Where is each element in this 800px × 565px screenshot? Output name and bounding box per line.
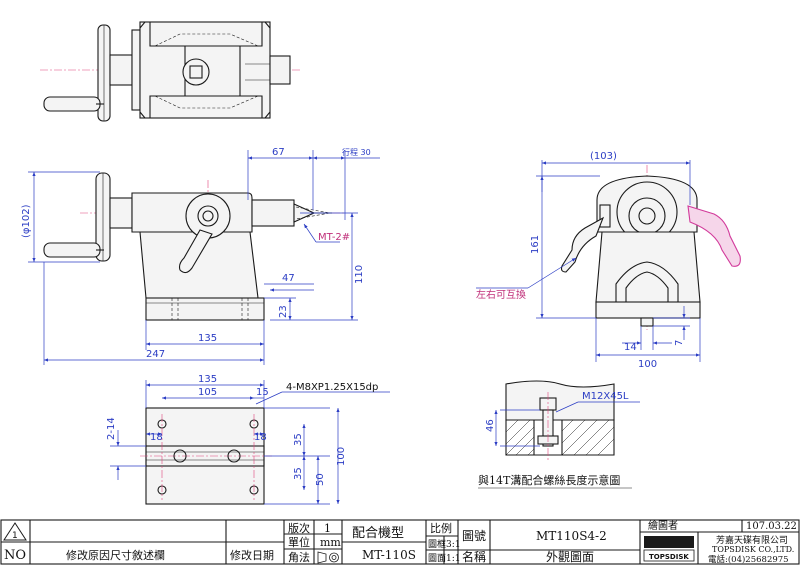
ratio-face-value: 1:1 xyxy=(446,554,460,564)
dim-161: 161 xyxy=(530,235,541,254)
projection-symbol-icon xyxy=(317,551,339,564)
logo-text: TOPSDISK xyxy=(649,553,689,561)
dim-105: 105 xyxy=(198,387,217,398)
dim-7-key: 7 xyxy=(674,340,685,346)
company-cn: 芳嘉天碟有限公司 xyxy=(716,534,788,546)
date-value: 107.03.22 xyxy=(746,521,797,532)
dim-67: 67 xyxy=(272,147,285,158)
hatching xyxy=(505,419,615,456)
rev-symbol: 1 xyxy=(12,531,18,541)
version-label: 版次 xyxy=(288,521,310,535)
dim-135-plan: 135 xyxy=(198,374,217,385)
dim-35-bottom: 35 xyxy=(293,467,304,480)
plan-view xyxy=(140,407,272,505)
front-view xyxy=(43,172,345,321)
company-en: TOPSDISK CO.,LTD. xyxy=(712,545,794,554)
dim-50: 50 xyxy=(315,473,326,486)
no-label: NO xyxy=(4,548,26,563)
ratio-face-label: 圖面 xyxy=(428,553,446,564)
title-block: 1 NO 修改原因尺寸敘述欄 修改日期 版次 1 單位 mm 角法 配合機型 M… xyxy=(0,519,800,565)
dim-135-front: 135 xyxy=(198,333,217,344)
dim-35-top: 35 xyxy=(293,433,304,446)
unit-label: 單位 xyxy=(288,535,310,549)
drawing-no-label: 圖號 xyxy=(462,529,486,543)
model-label: 配合機型 xyxy=(352,526,404,541)
end-dimensions: (103) 161 100 14 7 左右可互換 xyxy=(476,151,701,370)
section-detail: 46 M12X45L 與14T溝配合螺絲長度示意圖 xyxy=(478,380,640,489)
dim-18-left: 18 xyxy=(150,432,163,443)
end-view xyxy=(560,165,741,330)
revise-date: 修改日期 xyxy=(230,548,274,562)
ratio-frame-label: 圖框 xyxy=(428,538,446,550)
name-label: 名稱 xyxy=(462,549,486,564)
dim-18-right: 18 xyxy=(254,432,267,443)
revise-reason: 修改原因尺寸敘述欄 xyxy=(66,548,165,562)
dim-110: 110 xyxy=(354,265,365,284)
callout-reversible: 左右可互換 xyxy=(476,288,526,301)
company-phone: 電話:(04)25682975 xyxy=(708,554,789,565)
unit-value: mm xyxy=(320,536,341,549)
ratio-frame-value: 3:1 xyxy=(446,540,460,550)
dim-stroke-30: 行程 30 xyxy=(342,147,371,157)
drawing-no-value: MT110S4-2 xyxy=(536,529,607,543)
dim-47: 47 xyxy=(282,273,295,284)
company-logo-icon: TOPSDISK xyxy=(643,536,695,562)
section-caption: 與14T溝配合螺絲長度示意圖 xyxy=(478,473,620,487)
version-value: 1 xyxy=(324,522,331,535)
top-view xyxy=(40,21,300,122)
dim-14-key: 14 xyxy=(624,342,637,353)
dim-103: (103) xyxy=(590,151,617,162)
dim-23: 23 xyxy=(278,305,289,318)
dim-100-end: 100 xyxy=(638,359,657,370)
dim-46: 46 xyxy=(485,419,496,432)
dim-15: 15 xyxy=(256,387,269,398)
dim-2-14: 2-14 xyxy=(106,417,117,440)
front-dimensions: 67 行程 30 (φ102) 110 47 23 135 247 MT-2# xyxy=(21,147,380,365)
ratio-label: 比例 xyxy=(430,521,452,535)
callout-mt2: MT-2# xyxy=(318,232,350,243)
projection-label: 角法 xyxy=(288,550,310,564)
callout-screw-holes: 4-M8XP1.25X15dp xyxy=(286,382,378,393)
name-value: 外觀圖面 xyxy=(546,550,594,564)
drafter-label: 繪圖者 xyxy=(648,519,678,532)
dim-247: 247 xyxy=(146,349,165,360)
callout-bolt: M12X45L xyxy=(582,391,629,402)
dim-dia-102: (φ102) xyxy=(21,204,32,238)
model-value: MT-110S xyxy=(362,548,416,562)
dim-100-plan: 100 xyxy=(336,447,347,466)
plan-dimensions: 135 105 15 18 18 2-14 35 35 50 100 4-M8X… xyxy=(106,374,390,505)
